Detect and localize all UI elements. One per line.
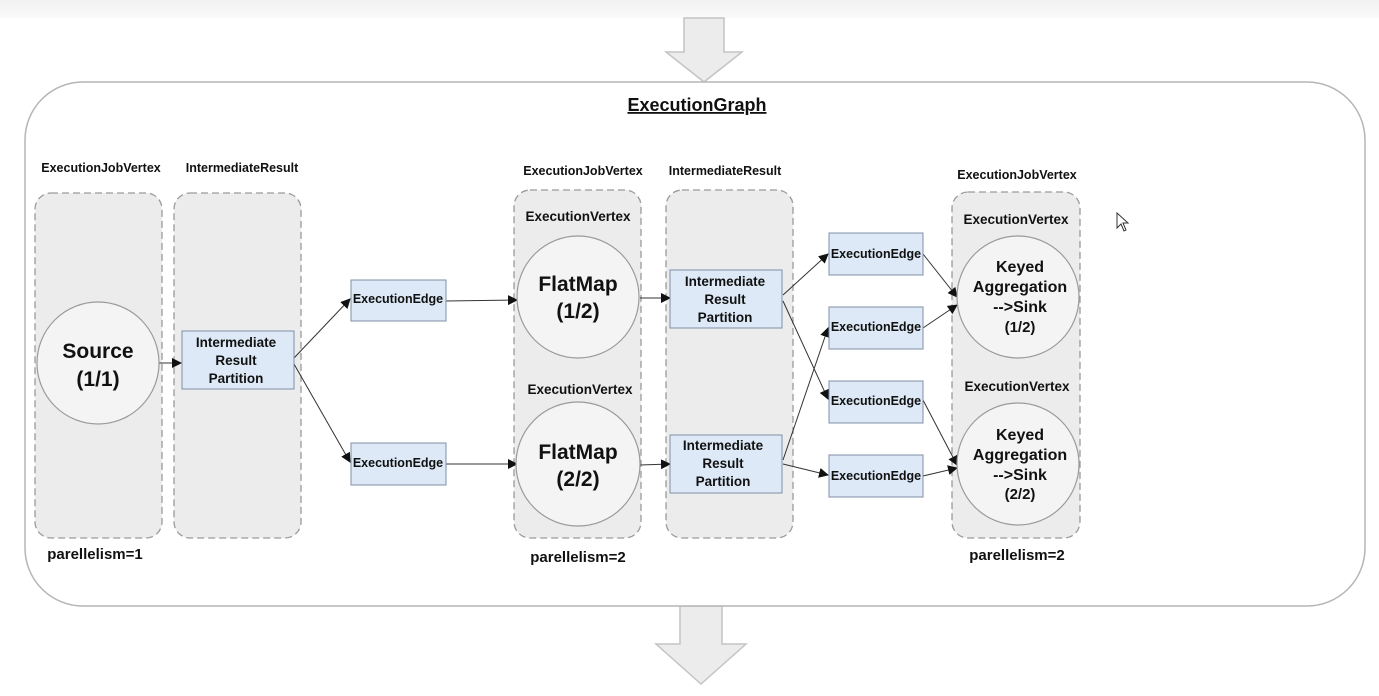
partition-flatmap-1-line1: Intermediate bbox=[685, 274, 766, 289]
flatmap-node-2: FlatMap (2/2) bbox=[515, 401, 641, 527]
header-intermediate-result-1: IntermediateResult bbox=[186, 161, 299, 175]
sink-node-2: Keyed Aggregation -->Sink (2/2) bbox=[956, 402, 1080, 526]
partition-flatmap-2-box bbox=[669, 434, 783, 494]
link-edge-d-to-sink-2 bbox=[922, 465, 958, 477]
execution-vertex-label-flatmap-1: ExecutionVertex bbox=[525, 209, 631, 224]
link-edge-a-to-sink-1 bbox=[922, 253, 958, 298]
edge-box bbox=[350, 442, 447, 486]
link-partition-1-to-edge-a bbox=[782, 253, 829, 296]
partition-flatmap-2: Intermediate Result Partition bbox=[669, 434, 783, 494]
flatmap-node-1: FlatMap (1/2) bbox=[516, 235, 640, 359]
source-node: Source (1/1) bbox=[36, 301, 160, 425]
edge-label: ExecutionEdge bbox=[831, 469, 921, 483]
link-edge-b-to-sink-1 bbox=[922, 304, 958, 329]
sink-2-line3: -->Sink bbox=[993, 467, 1047, 484]
partition-source-line1: Intermediate bbox=[196, 335, 277, 350]
link-partition-to-edge-1 bbox=[293, 298, 351, 359]
execution-edge-flatmap-b: ExecutionEdge bbox=[828, 306, 924, 350]
flatmap-1-index: (1/2) bbox=[556, 300, 599, 323]
execution-edge-flatmap-a: ExecutionEdge bbox=[828, 232, 924, 276]
sink-2-index: (2/2) bbox=[1005, 486, 1036, 503]
top-band bbox=[0, 0, 1379, 18]
source-index: (1/1) bbox=[76, 368, 119, 391]
sink-1-line1: Keyed bbox=[996, 259, 1044, 276]
execution-vertex-label-sink-2: ExecutionVertex bbox=[964, 379, 1070, 394]
link-partition-2-to-edge-b bbox=[782, 327, 830, 461]
flatmap-1-circle bbox=[516, 235, 640, 359]
edge-label: ExecutionEdge bbox=[353, 456, 443, 470]
source-circle bbox=[36, 301, 160, 425]
edge-label: ExecutionEdge bbox=[831, 247, 921, 261]
edge-box bbox=[350, 279, 447, 322]
edge-box bbox=[828, 306, 924, 350]
sink-1-index: (1/2) bbox=[1005, 319, 1036, 336]
partition-flatmap-1-box bbox=[669, 269, 783, 329]
partition-flatmap-2-line3: Partition bbox=[696, 474, 751, 489]
edge-box bbox=[828, 380, 924, 424]
sink-2-line2: Aggregation bbox=[973, 447, 1067, 464]
link-partition-1-to-edge-c bbox=[782, 300, 829, 400]
partition-source-line3: Partition bbox=[209, 371, 264, 386]
partition-source-box bbox=[181, 330, 295, 390]
flow-arrow-in bbox=[663, 17, 745, 83]
partition-source: Intermediate Result Partition bbox=[181, 330, 295, 390]
edge-box bbox=[828, 454, 924, 498]
parallelism-source: parellelism=1 bbox=[47, 546, 142, 563]
sink-node-1: Keyed Aggregation -->Sink (1/2) bbox=[956, 235, 1080, 359]
execution-edge-source-1: ExecutionEdge bbox=[350, 279, 447, 322]
link-flatmap-2-to-partition-2 bbox=[639, 459, 671, 470]
partition-flatmap-2-line1: Intermediate bbox=[683, 438, 764, 453]
link-partition-2-to-edge-d bbox=[782, 463, 829, 478]
partition-flatmap-1-line2: Result bbox=[704, 292, 746, 307]
flatmap-2-circle bbox=[515, 401, 641, 527]
sink-1-circle bbox=[956, 235, 1080, 359]
edge-label: ExecutionEdge bbox=[353, 292, 443, 306]
graph-title: ExecutionGraph bbox=[627, 95, 766, 115]
header-job-vertex-flatmap: ExecutionJobVertex bbox=[523, 164, 643, 178]
parallelism-flatmap: parellelism=2 bbox=[530, 549, 625, 566]
link-partition-to-edge-2 bbox=[293, 363, 351, 463]
execution-edge-flatmap-d: ExecutionEdge bbox=[828, 454, 924, 498]
sink-2-circle bbox=[956, 402, 1080, 526]
header-job-vertex-source: ExecutionJobVertex bbox=[41, 161, 161, 175]
execution-vertex-label-sink-1: ExecutionVertex bbox=[963, 212, 1069, 227]
flow-arrow-out bbox=[654, 605, 748, 686]
execution-edge-flatmap-c: ExecutionEdge bbox=[828, 380, 924, 424]
sink-2-line1: Keyed bbox=[996, 427, 1044, 444]
partition-flatmap-1-line3: Partition bbox=[698, 310, 753, 325]
partition-source-line2: Result bbox=[215, 353, 257, 368]
partition-flatmap-2-line2: Result bbox=[702, 456, 744, 471]
edge-box bbox=[828, 232, 924, 276]
header-job-vertex-sink: ExecutionJobVertex bbox=[957, 168, 1077, 182]
edge-label: ExecutionEdge bbox=[831, 394, 921, 408]
flatmap-2-name: FlatMap bbox=[538, 441, 617, 464]
edge-label: ExecutionEdge bbox=[831, 320, 921, 334]
mouse-cursor-icon bbox=[1116, 212, 1130, 232]
sink-1-line2: Aggregation bbox=[973, 279, 1067, 296]
sink-1-line3: -->Sink bbox=[993, 299, 1047, 316]
link-edge-1-to-flatmap-1 bbox=[445, 295, 518, 306]
header-intermediate-result-2: IntermediateResult bbox=[669, 164, 782, 178]
execution-vertex-label-flatmap-2: ExecutionVertex bbox=[527, 382, 633, 397]
link-edge-c-to-sink-2 bbox=[922, 399, 958, 466]
source-name: Source bbox=[62, 340, 133, 363]
partition-flatmap-1: Intermediate Result Partition bbox=[669, 269, 783, 329]
flatmap-2-index: (2/2) bbox=[556, 468, 599, 491]
parallelism-sink: parellelism=2 bbox=[969, 547, 1064, 564]
execution-edge-source-2: ExecutionEdge bbox=[350, 442, 447, 486]
flatmap-1-name: FlatMap bbox=[538, 273, 617, 296]
